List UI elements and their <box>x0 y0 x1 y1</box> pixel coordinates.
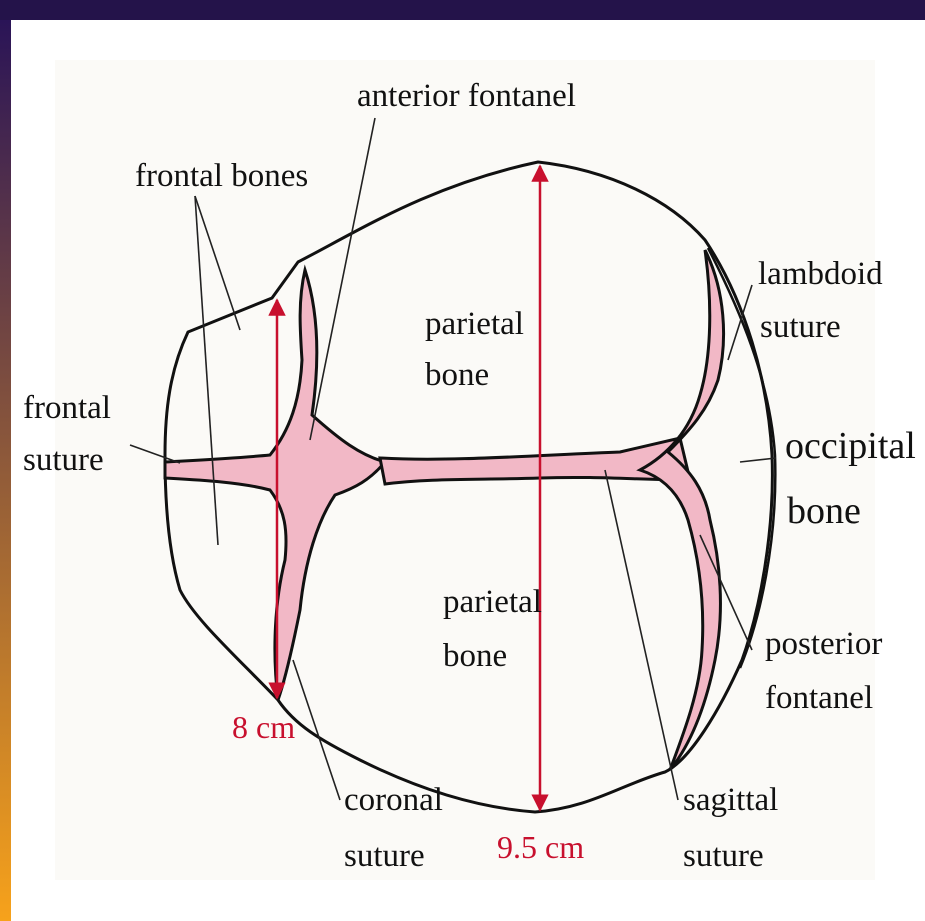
label-lambdoid-2: suture <box>760 309 841 345</box>
top-bar <box>0 0 925 20</box>
label-coronal-1: coronal <box>344 782 443 818</box>
pointer-frontal-bones-b <box>194 195 219 546</box>
pointer-occipital <box>739 457 777 463</box>
label-frontal-suture-2: suture <box>23 442 104 478</box>
label-lambdoid-1: lambdoid <box>758 256 883 292</box>
measure-length-label: 9.5 cm <box>497 829 584 865</box>
label-frontal-suture-1: frontal <box>23 390 111 426</box>
label-occipital-2: bone <box>787 490 861 532</box>
label-parietal-upper-2: bone <box>425 357 489 393</box>
pointer-frontal-bones-a <box>194 195 241 331</box>
label-parietal-lower-1: parietal <box>443 584 542 620</box>
label-occipital-1: occipital <box>785 425 916 467</box>
label-posterior-2: fontanel <box>765 680 873 716</box>
label-sagittal-2: suture <box>683 838 764 874</box>
pointer-anterior-fontanel <box>309 117 376 441</box>
label-anterior-fontanel: anterior fontanel <box>357 78 576 114</box>
label-frontal-bones: frontal bones <box>135 158 308 194</box>
posterior-fontanel <box>636 249 726 771</box>
occipital-outer-outline <box>706 247 777 669</box>
pointer-sagittal <box>604 469 679 801</box>
side-accent-bar <box>0 20 11 921</box>
pointer-frontal-suture <box>129 444 181 464</box>
label-sagittal-1: sagittal <box>683 782 778 818</box>
label-parietal-lower-2: bone <box>443 638 507 674</box>
measure-width-label: 8 cm <box>232 709 295 745</box>
label-parietal-upper-1: parietal <box>425 306 524 342</box>
pointer-posterior-fontanel <box>699 534 753 651</box>
label-coronal-2: suture <box>344 838 425 874</box>
pointer-coronal <box>292 659 341 801</box>
label-posterior-1: posterior <box>765 626 882 662</box>
pointer-lambdoid <box>727 284 753 361</box>
